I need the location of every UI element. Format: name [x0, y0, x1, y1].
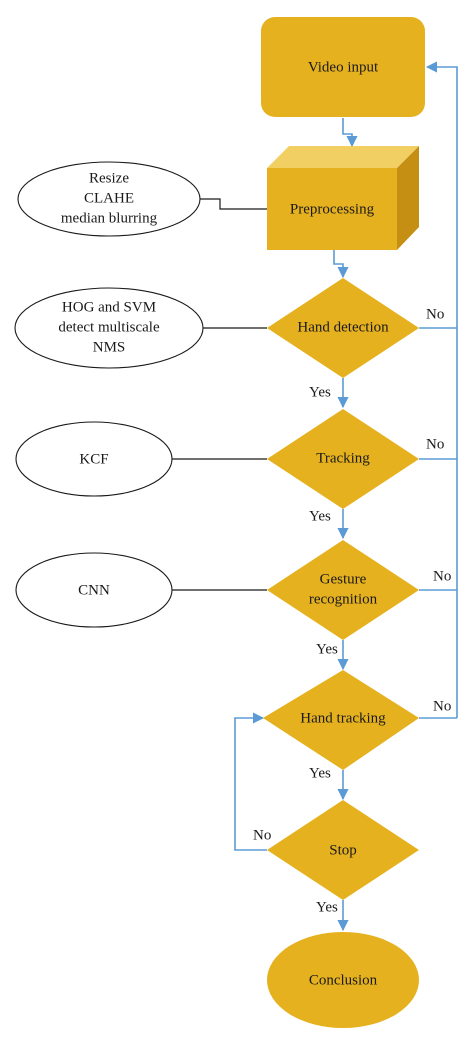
hand-detection-note: HOG and SVM detect multiscale NMS	[14, 287, 204, 369]
preprocessing-note-line2: CLAHE	[84, 190, 134, 206]
connector-preprocessing-note	[199, 198, 267, 210]
gesture-recognition-note: CNN	[15, 552, 173, 628]
yes-label-gesture: Yes	[316, 641, 338, 657]
arrow-video-to-preprocessing	[342, 118, 358, 148]
no-label-stop: No	[253, 827, 271, 843]
hand-detection-label: Hand detection	[297, 319, 389, 335]
hand-tracking-node: Hand tracking	[263, 670, 419, 770]
hand-tracking-label: Hand tracking	[300, 710, 386, 726]
conclusion-label: Conclusion	[309, 972, 378, 988]
yes-label-stop: Yes	[316, 899, 338, 915]
arrow-preprocessing-to-hand-detection	[333, 250, 349, 279]
preprocessing-node: Preprocessing	[267, 146, 419, 250]
stop-node: Stop	[267, 800, 419, 900]
tracking-note-line1: KCF	[79, 451, 108, 467]
conclusion-node: Conclusion	[267, 932, 419, 1028]
no-loop-stop-to-hand-tracking	[234, 712, 267, 851]
no-label-tracking: No	[426, 436, 444, 452]
gesture-recognition-label-line2: recognition	[309, 591, 378, 607]
yes-label-hand-tracking: Yes	[309, 765, 331, 781]
video-input-label: Video input	[308, 59, 379, 75]
no-return-line	[425, 61, 458, 718]
tracking-node: Tracking	[267, 409, 419, 509]
hand-detection-node: Hand detection	[267, 278, 419, 378]
preprocessing-label: Preprocessing	[290, 201, 375, 217]
no-label-hand-tracking: No	[433, 698, 451, 714]
gesture-recognition-label-line1: Gesture	[320, 571, 367, 587]
hand-detection-note-line2: detect multiscale	[58, 319, 160, 335]
hand-detection-note-line3: NMS	[93, 339, 126, 355]
tracking-note: KCF	[15, 421, 173, 497]
no-label-gesture: No	[433, 568, 451, 584]
preprocessing-note: Resize CLAHE median blurring	[17, 161, 201, 237]
gesture-recognition-note-line1: CNN	[78, 582, 110, 598]
no-label-hand-detection: No	[426, 306, 444, 322]
stop-label: Stop	[329, 842, 357, 858]
yes-label-hand-detection: Yes	[309, 384, 331, 400]
yes-label-tracking: Yes	[309, 508, 331, 524]
preprocessing-note-line1: Resize	[89, 170, 129, 186]
video-input-node: Video input	[261, 17, 425, 117]
preprocessing-note-line3: median blurring	[61, 210, 158, 226]
gesture-recognition-node: Gesture recognition	[267, 540, 419, 640]
tracking-label: Tracking	[316, 450, 370, 466]
hand-detection-note-line1: HOG and SVM	[62, 299, 156, 315]
